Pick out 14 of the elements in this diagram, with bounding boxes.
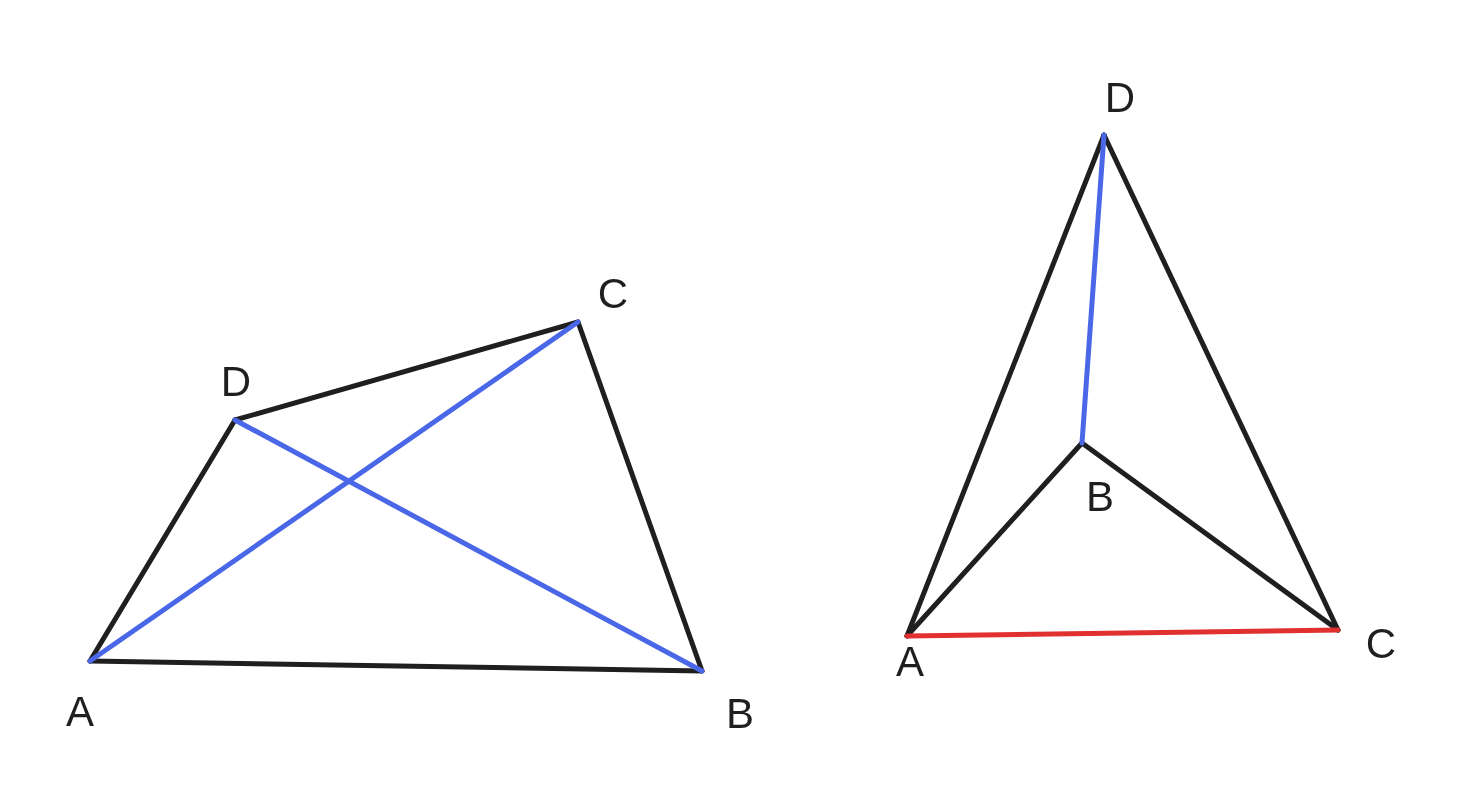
vertex-label: C bbox=[1365, 623, 1397, 665]
line-segment bbox=[904, 440, 1085, 639]
line-segment bbox=[904, 627, 1341, 639]
vertex-label: C bbox=[597, 273, 629, 315]
vertex-label: A bbox=[66, 691, 94, 733]
vertex-label: B bbox=[1086, 476, 1114, 518]
line-segment bbox=[1079, 440, 1341, 633]
line-segment bbox=[232, 417, 705, 674]
vertex-label: A bbox=[896, 641, 924, 683]
line-segment bbox=[87, 319, 581, 664]
line-segment bbox=[1079, 132, 1107, 446]
vertex-label: D bbox=[220, 361, 252, 403]
vertex-label: B bbox=[726, 693, 754, 735]
vertex-label: D bbox=[1104, 77, 1136, 119]
